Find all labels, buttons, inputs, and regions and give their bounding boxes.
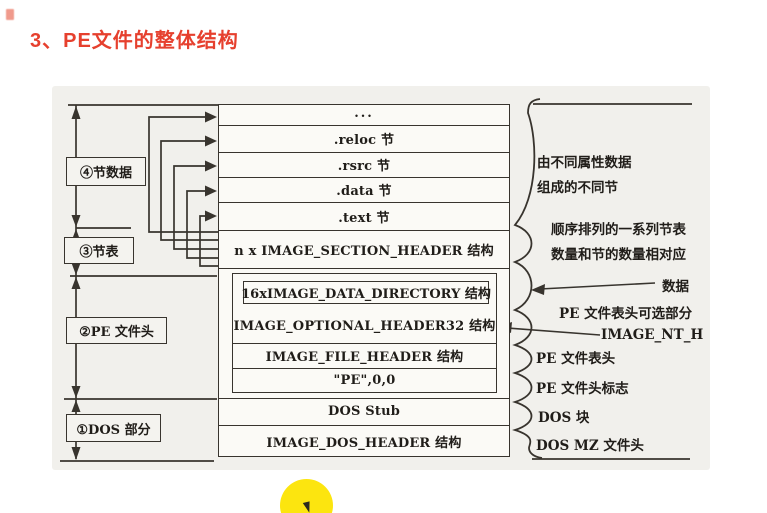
file-row-file-header: IMAGE_FILE_HEADER 结构 [265,350,464,365]
cursor-icon [302,501,313,513]
page-title: 3、PE文件的整体结构 [30,30,239,52]
red-edge-artifact [6,9,14,20]
left-label-section-table: ③节表 [64,237,134,264]
row-separator [218,177,510,178]
file-row-dos-header: IMAGE_DOS_HEADER 结构 [266,435,462,451]
right-note-sections-line2: 组成的不同节 [537,180,618,196]
right-note-sections-line1: 由不同属性数据 [537,155,632,171]
right-note-sections: 由不同属性数据 组成的不同节 [537,151,632,201]
row-separator [232,368,497,369]
left-label-pe-header: ②PE 文件头 [66,317,167,344]
right-note-section-table-line1: 顺序排列的一系列节表 [551,222,686,238]
file-row-rsrc-section: .rsrc 节 [337,159,391,174]
right-brace [512,98,543,459]
left-label-section-data: ④节数据 [66,157,146,186]
row-separator [218,268,510,269]
data-directory-box: 16xIMAGE_DATA_DIRECTORY 结构 [241,281,491,304]
file-row-more-sections: ... [354,105,374,121]
row-separator [218,230,510,231]
file-row-data-section: .data 节 [336,184,392,199]
right-note-dos-block: DOS 块 [538,410,590,426]
file-row-section-headers: n x IMAGE_SECTION_HEADER 结构 [234,243,494,259]
file-row-reloc-section: .reloc 节 [333,133,395,148]
right-note-section-table: 顺序排列的一系列节表 数量和节的数量相对应 [551,218,686,268]
data-leader-arrow [531,282,656,295]
row-separator [218,202,510,203]
right-note-nt-header: IMAGE_NT_H [601,327,704,343]
row-separator [218,152,510,153]
right-note-pe-file-header: PE 文件表头 [536,351,616,367]
section-fan-arrows [148,116,218,267]
file-row-pe-signature: "PE",0,0 [333,373,396,388]
row-separator [218,398,510,399]
right-note-optional-part: PE 文件表头可选部分 [559,306,693,322]
file-row-optional-header: IMAGE_OPTIONAL_HEADER32 结构 [233,318,496,334]
left-label-dos-part: ①DOS 部分 [66,414,161,442]
row-separator [232,343,497,344]
file-row-dos-stub: DOS Stub [327,404,401,419]
right-note-data: 数据 [662,279,689,295]
section-fan-arrowheads [205,111,217,222]
row-separator [218,425,510,426]
file-extent-lines [532,103,692,460]
right-note-dos-mz-header: DOS MZ 文件头 [536,438,644,454]
file-row-text-section: .text 节 [338,210,390,226]
row-separator [218,125,510,126]
nt-header-leader-arrow [498,322,601,336]
right-note-section-table-line2: 数量和节的数量相对应 [551,247,686,263]
right-note-pe-signature: PE 文件头标志 [536,381,629,397]
